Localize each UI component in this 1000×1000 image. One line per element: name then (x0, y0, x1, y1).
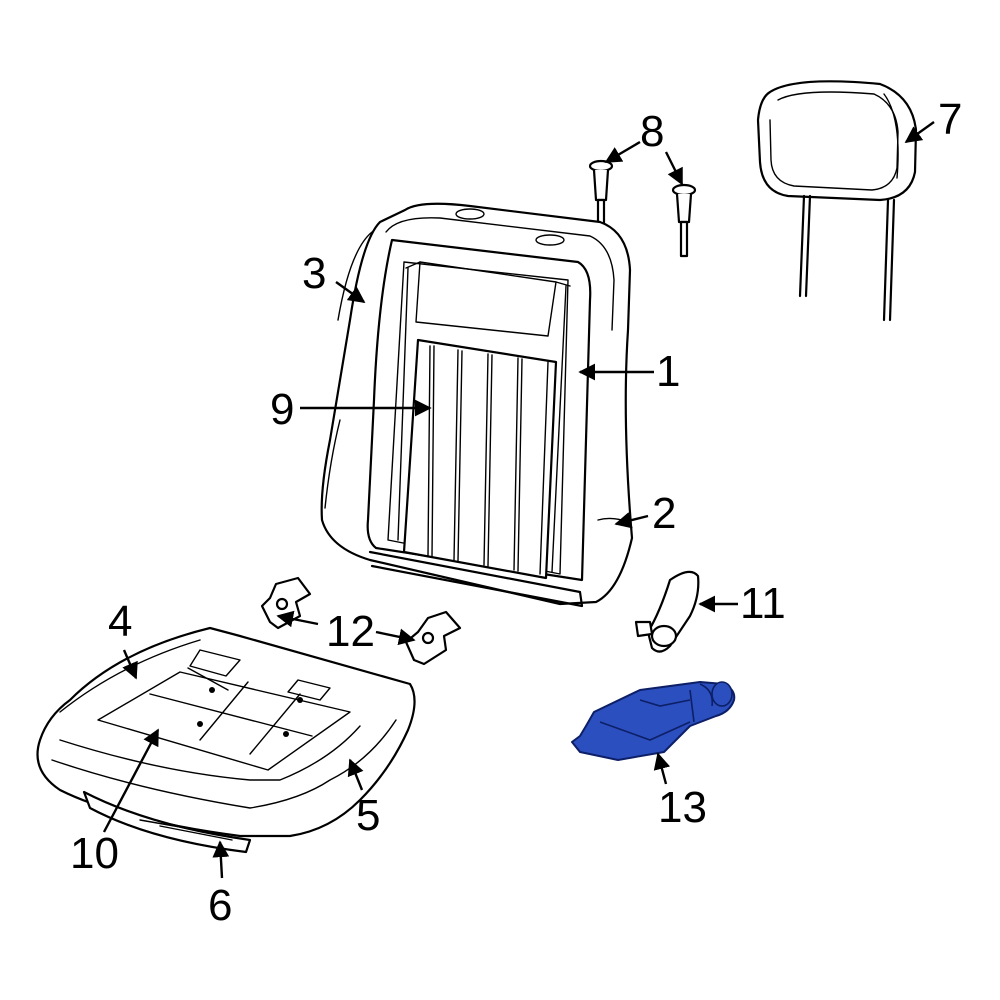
callout-5: 5 (356, 791, 380, 840)
callout-1: 1 (656, 347, 680, 396)
callout-9: 9 (270, 385, 294, 434)
leader-6 (212, 840, 230, 879)
leader-12a (276, 610, 319, 628)
callout-12: 12 (326, 607, 375, 656)
callout-7: 7 (938, 95, 962, 144)
leader-8b (664, 151, 684, 186)
callout-6: 6 (208, 881, 232, 930)
leader-12b (375, 628, 416, 646)
callout-3: 3 (302, 249, 326, 298)
leader-10 (102, 728, 160, 833)
callout-4: 4 (108, 597, 132, 646)
headrest-guide-left[interactable] (588, 159, 614, 232)
bracket-right[interactable] (404, 610, 462, 666)
headrest-part[interactable] (756, 80, 918, 322)
callout-2: 2 (652, 489, 676, 538)
seat-motor-highlighted[interactable] (571, 681, 736, 761)
callout-10: 10 (70, 829, 119, 878)
seat-back-assembly[interactable] (320, 202, 634, 608)
leader-2 (614, 512, 649, 529)
leader-4 (122, 649, 138, 680)
leader-3 (335, 281, 366, 303)
callout-11: 11 (740, 579, 786, 628)
seat-cushion-assembly[interactable] (36, 626, 416, 854)
leader-5 (347, 758, 364, 791)
callout-13: 13 (658, 783, 707, 832)
leader-8a (604, 140, 641, 164)
recliner-handle[interactable] (634, 570, 700, 653)
leader-7 (904, 121, 935, 143)
headrest-guide-right[interactable] (671, 183, 697, 258)
leader-13 (653, 752, 671, 785)
callout-8: 8 (640, 107, 664, 156)
